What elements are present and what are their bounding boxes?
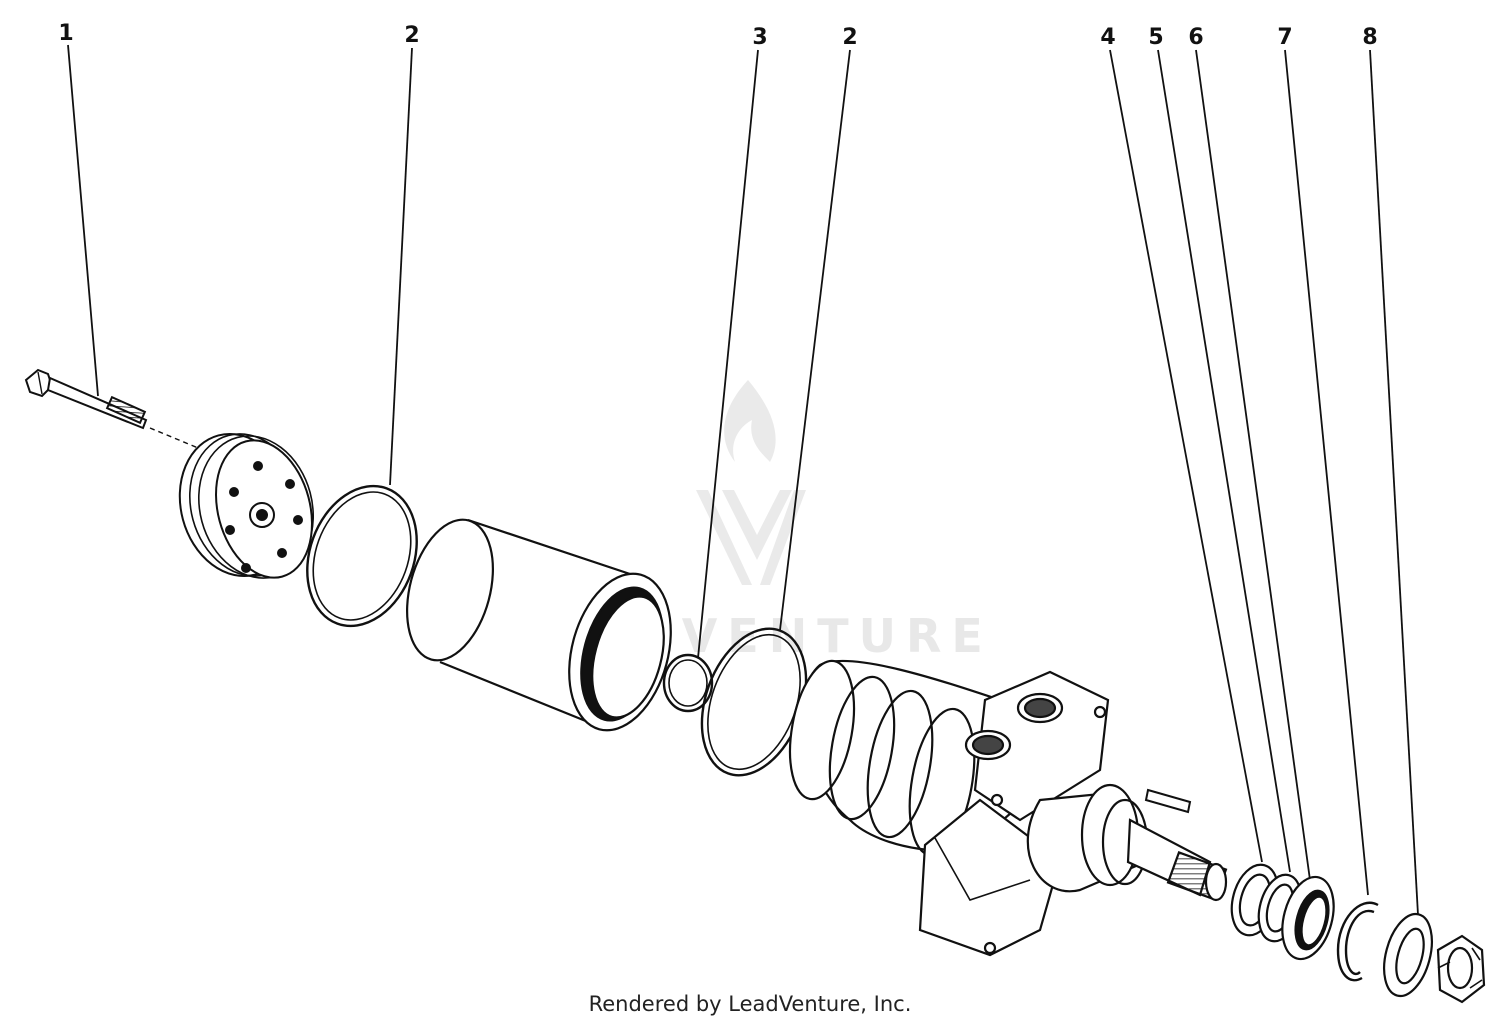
callout-leaders xyxy=(67,44,1419,916)
part-housing xyxy=(788,659,1110,957)
footer-credit: Rendered by LeadVenture, Inc. xyxy=(588,992,912,1016)
part-bolt xyxy=(24,368,216,456)
part-o-ring-small xyxy=(662,653,714,713)
callout-2-left: 2 xyxy=(404,23,419,48)
part-castle-nut xyxy=(1436,934,1486,1004)
part-snap-ring xyxy=(1336,901,1379,982)
part-cylinder-tube xyxy=(406,518,672,732)
part-key xyxy=(1144,788,1192,814)
part-spindle-shaft xyxy=(1026,783,1228,902)
part-washer xyxy=(1383,912,1433,998)
callout-4: 4 xyxy=(1100,25,1115,50)
callout-8: 8 xyxy=(1362,25,1377,50)
callout-7: 7 xyxy=(1277,25,1292,50)
callout-3: 3 xyxy=(752,25,767,50)
callout-2-right: 2 xyxy=(842,25,857,50)
callout-6: 6 xyxy=(1188,25,1203,50)
part-end-cap xyxy=(178,432,315,579)
part-bearing-seals xyxy=(1230,863,1335,961)
part-o-ring-large-left xyxy=(306,484,418,628)
callout-5: 5 xyxy=(1148,25,1163,50)
callout-numbers: 1 2 3 2 4 5 6 7 8 xyxy=(58,21,1377,50)
callout-1: 1 xyxy=(58,21,73,46)
